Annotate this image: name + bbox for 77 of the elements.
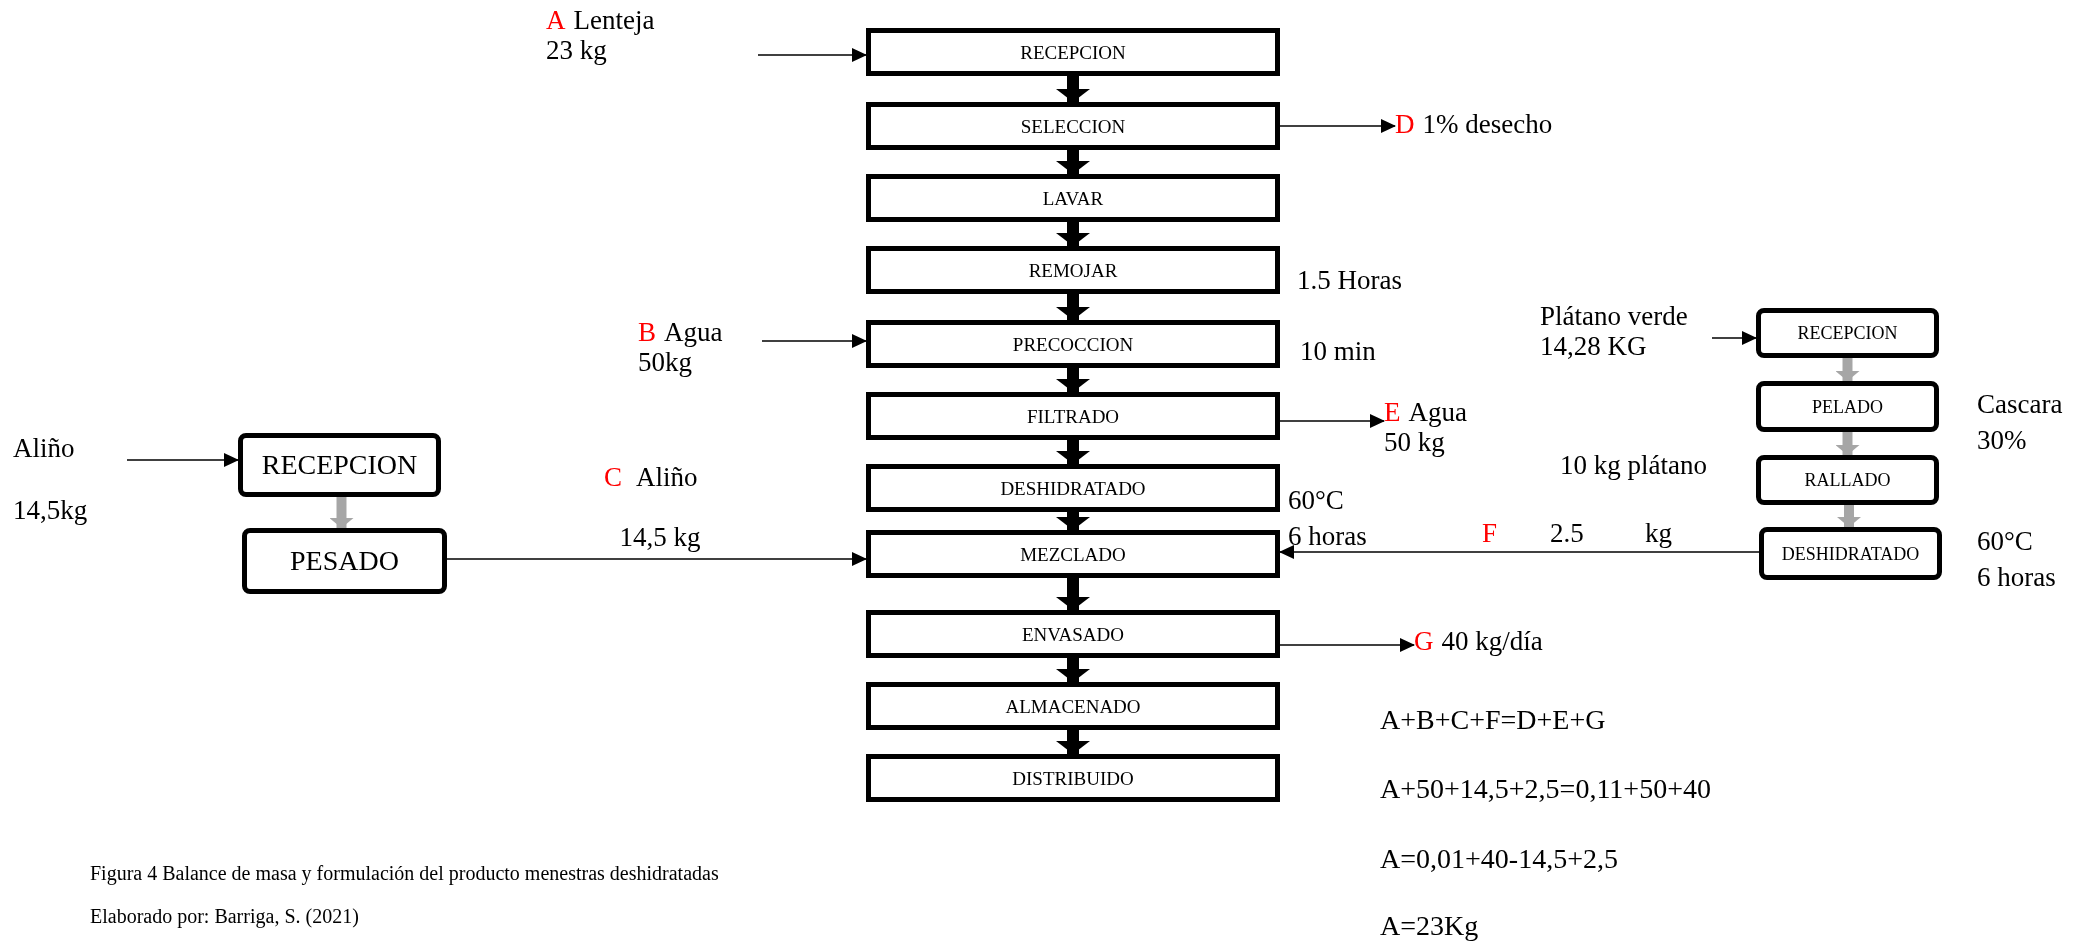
edge-label: 14,5 kg	[619, 524, 701, 551]
stream-text: 40 kg/día	[1441, 627, 1543, 657]
block-arrow	[1056, 368, 1090, 392]
stream-text: 23 kg	[546, 35, 607, 66]
process-box: SELECCION	[866, 102, 1280, 150]
block-arrow	[329, 497, 354, 528]
stream-letter: D	[1395, 110, 1415, 140]
stream-letter: F	[1482, 520, 1498, 547]
process-box: RALLADO	[1756, 455, 1939, 505]
block-arrow	[1056, 150, 1090, 174]
arrow	[761, 334, 867, 348]
process-box: ALMACENADO	[866, 682, 1280, 730]
stream-text: 50 kg	[1384, 427, 1445, 458]
note-text: kg	[1645, 520, 1672, 547]
process-note: 60°C	[1288, 484, 1345, 517]
note-text: Elaborado por: Barriga, S. (2021)	[90, 906, 359, 926]
process-box: PRECOCCION	[866, 320, 1280, 368]
balance-equation: A+50+14,5+2,5=0,11+50+40	[1380, 775, 1711, 803]
process-box: PESADO	[242, 528, 447, 594]
stream-letter: G	[1414, 627, 1434, 657]
process-box: ENVASADO	[866, 610, 1280, 658]
process-box: LAVAR	[866, 174, 1280, 222]
stream-text: 1% desecho	[1422, 110, 1553, 140]
arrow	[1711, 331, 1757, 345]
stream-text: 14,28 KG	[1540, 331, 1647, 362]
block-arrow	[1056, 730, 1090, 754]
block-arrow	[1056, 294, 1090, 320]
block-arrow	[1056, 658, 1090, 682]
stream-text: Aliño	[13, 434, 75, 464]
arrow	[1279, 545, 1760, 559]
process-note: 6 horas	[1288, 520, 1368, 554]
process-box: DESHIDRATADO	[1759, 527, 1942, 580]
process-box: RECEPCION	[238, 433, 441, 497]
block-arrow	[1835, 358, 1860, 381]
stream-text: Agua	[1408, 398, 1467, 428]
block-arrow	[1837, 505, 1861, 527]
balance-equation: A=23Kg	[1380, 912, 1479, 940]
process-note: 10 min	[1300, 335, 1377, 368]
arrow	[126, 453, 239, 467]
process-box: RECEPCION	[866, 28, 1280, 76]
process-note: 10 kg plátano	[1560, 449, 1708, 482]
block-arrow	[1056, 222, 1090, 246]
stream-text: 14,5kg	[13, 495, 88, 526]
stream-text: 50kg	[638, 347, 692, 378]
process-box: DISTRIBUIDO	[866, 754, 1280, 802]
note-text: Aliño	[636, 464, 698, 491]
arrow	[446, 552, 867, 566]
process-box: PELADO	[1756, 381, 1939, 432]
figure-caption: Figura 4 Balance de masa y formulación del producto menestras deshidratadas	[90, 862, 719, 885]
arrow	[1279, 414, 1385, 428]
process-box: REMOJAR	[866, 246, 1280, 294]
block-arrow	[1056, 512, 1090, 530]
arrow	[1279, 119, 1396, 133]
stream-letter: A	[546, 6, 566, 36]
block-arrow	[1056, 76, 1090, 102]
stream-letter: C	[604, 464, 622, 491]
process-note: 6 horas	[1977, 561, 2057, 595]
block-arrow	[1835, 432, 1860, 455]
balance-equation: A+B+C+F=D+E+G	[1380, 706, 1606, 734]
arrow	[1279, 638, 1415, 652]
note-text: 2.5	[1550, 520, 1584, 547]
process-box: MEZCLADO	[866, 530, 1280, 578]
stream-letter: E	[1384, 398, 1401, 428]
process-box: DESHIDRATADO	[866, 464, 1280, 512]
arrow	[757, 48, 867, 62]
stream-text: Plátano verde	[1540, 302, 1688, 332]
process-box: FILTRADO	[866, 392, 1280, 440]
stream-letter: B	[638, 318, 656, 348]
process-box: RECEPCION	[1756, 308, 1939, 358]
process-note: 1.5 Horas	[1297, 264, 1403, 297]
balance-equation: A=0,01+40-14,5+2,5	[1380, 845, 1618, 873]
stream-text: Agua	[664, 318, 723, 348]
block-arrow	[1056, 440, 1090, 464]
block-arrow	[1056, 578, 1090, 610]
process-note: Cascara 30%	[1977, 388, 2064, 458]
stream-text: Lenteja	[573, 6, 655, 36]
process-note: 60°C	[1977, 525, 2034, 558]
